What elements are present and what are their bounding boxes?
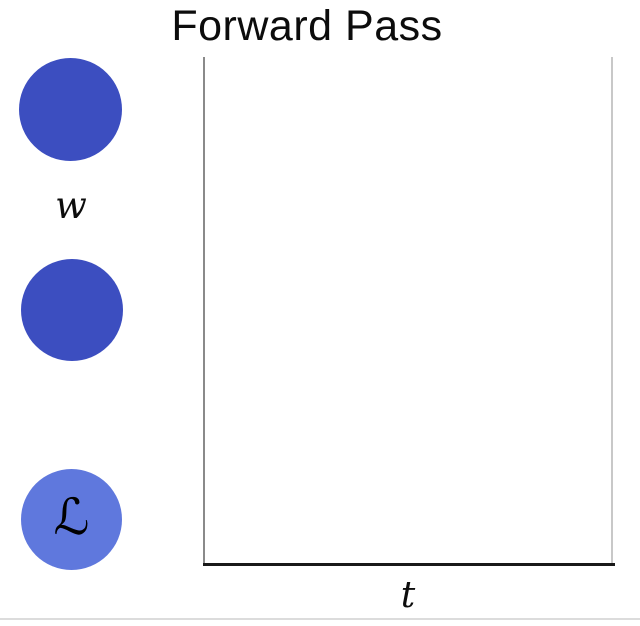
weight-node-label: w xyxy=(55,184,87,227)
plot-right-border xyxy=(611,57,613,565)
plot-x-axis xyxy=(203,563,615,566)
x-axis-label: t xyxy=(400,575,416,616)
hidden-node xyxy=(21,259,123,361)
loss-node: ℒ xyxy=(21,469,122,570)
weight-node xyxy=(19,58,122,161)
figure-title: Forward Pass xyxy=(171,2,443,50)
bottom-divider xyxy=(0,618,640,620)
loss-node-label: ℒ xyxy=(53,487,90,546)
plot-y-axis xyxy=(203,57,205,565)
